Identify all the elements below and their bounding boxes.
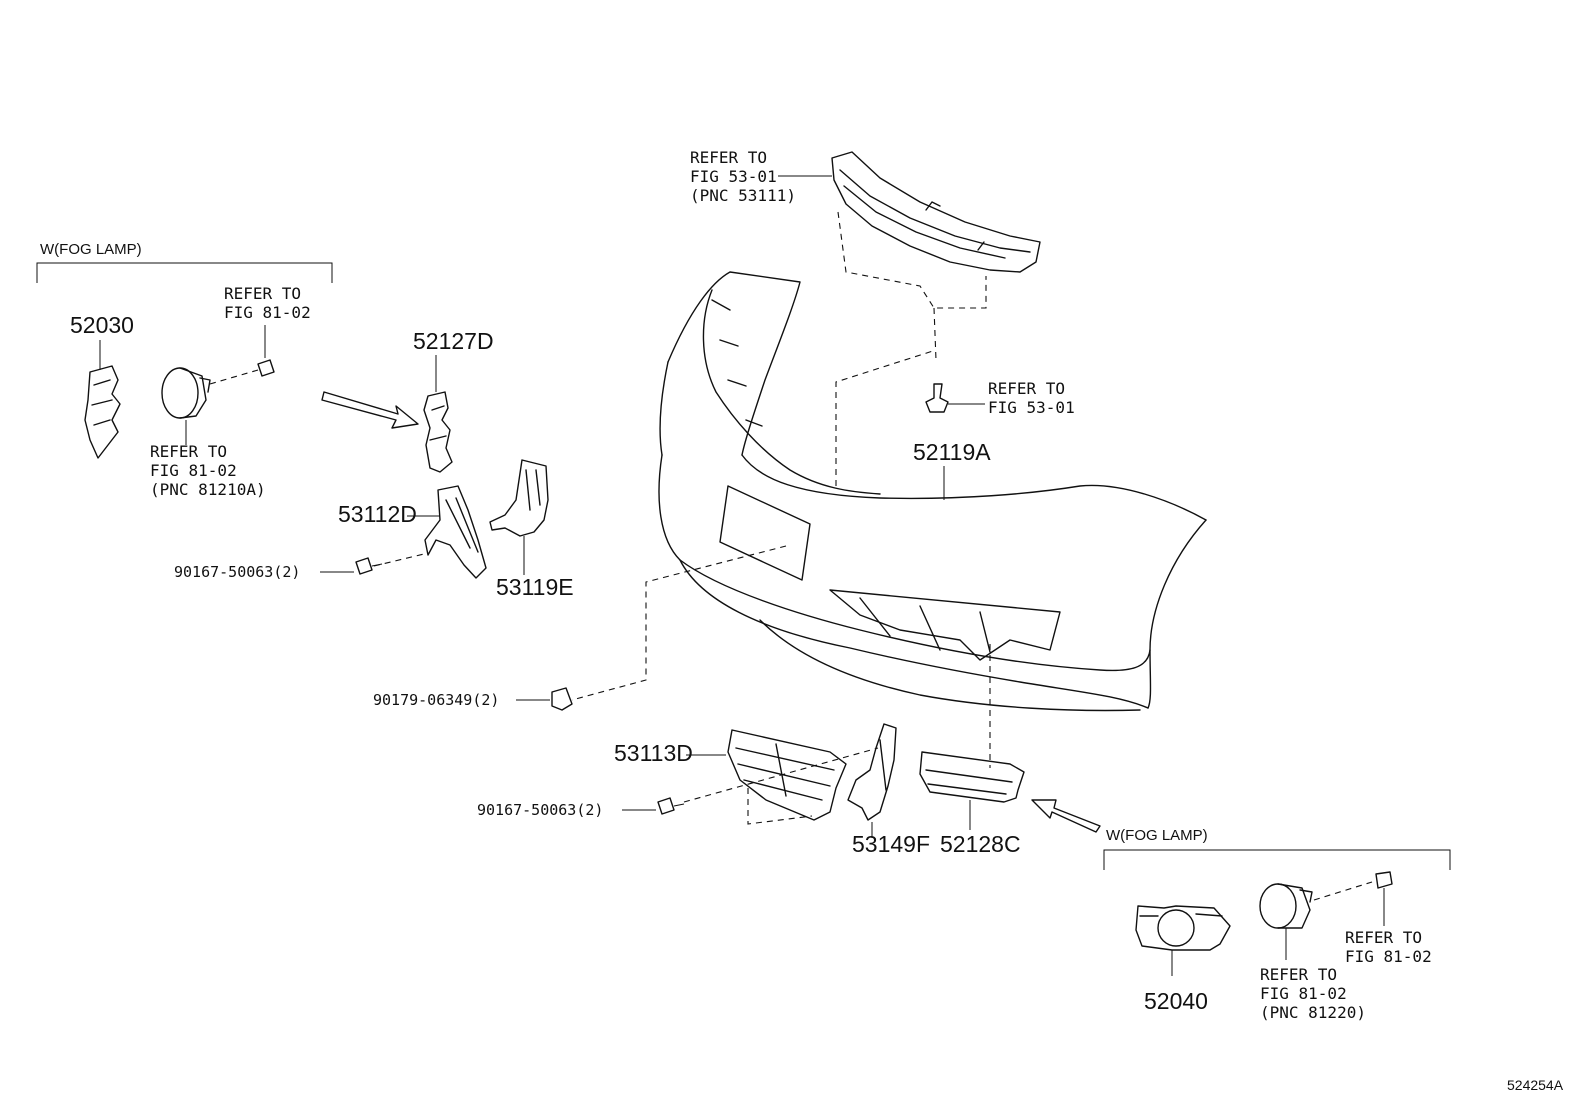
part-label-52128C[interactable]: 52128C xyxy=(940,831,1021,857)
part-label-52040[interactable]: 52040 xyxy=(1144,988,1208,1014)
grille-53113D-drawing xyxy=(727,729,847,821)
ref-right-screw-line1[interactable]: REFER TO xyxy=(1345,928,1422,947)
bracket-left xyxy=(36,262,333,283)
clip-mid-drawing xyxy=(925,383,949,413)
part-label-52030[interactable]: 52030 xyxy=(70,312,134,338)
fog-lamp-right-drawing xyxy=(1259,883,1313,929)
ref-right-lamp-line2[interactable]: FIG 81-02 xyxy=(1260,984,1347,1003)
upper-group: REFER TO FIG 53-01 (PNC 53111) REFER TO … xyxy=(571,148,1207,768)
screw-right-drawing xyxy=(1375,871,1393,889)
part-label-53149F[interactable]: 53149F xyxy=(852,831,930,857)
part-label-53112D[interactable]: 53112D xyxy=(338,501,417,527)
bolt-1-drawing xyxy=(355,557,383,575)
direction-arrow-left xyxy=(321,391,419,429)
condition-label-right: W(FOG LAMP) xyxy=(1106,827,1208,844)
ref-mid-line1[interactable]: REFER TO xyxy=(988,379,1065,398)
ref-right-lamp-line1[interactable]: REFER TO xyxy=(1260,965,1337,984)
retainer-52127D-drawing xyxy=(423,391,453,473)
ref-mid-line2[interactable]: FIG 53-01 xyxy=(988,398,1075,417)
part-label-52119A[interactable]: 52119A xyxy=(913,439,991,465)
front-bumper-cover-drawing xyxy=(658,271,1207,712)
lower-group: 53113D 90167-50063(2) 53149F 52128C xyxy=(477,723,1025,857)
clip-90179-drawing xyxy=(551,687,573,711)
bolt-label-2[interactable]: 90179-06349(2) xyxy=(373,691,499,709)
ref-right-screw-line2[interactable]: FIG 81-02 xyxy=(1345,947,1432,966)
ref-left-lamp-line1[interactable]: REFER TO xyxy=(150,442,227,461)
screw-left-drawing xyxy=(257,359,275,377)
diagram-code: 524254A xyxy=(1507,1077,1564,1093)
left-bracket-group: 52127D 53112D 90167-50063(2) 53119E xyxy=(174,328,574,600)
bracket-right xyxy=(1103,849,1451,870)
ref-top-line1[interactable]: REFER TO xyxy=(690,148,767,167)
clip-group: 90179-06349(2) xyxy=(373,687,573,711)
fog-lamp-left-drawing xyxy=(161,367,211,419)
bezel-52128C-drawing xyxy=(919,751,1025,803)
ref-right-lamp-line3[interactable]: (PNC 81220) xyxy=(1260,1003,1366,1022)
bracket-53119E-drawing xyxy=(489,459,549,537)
cover-53112D-drawing xyxy=(424,485,487,579)
ref-top-line3[interactable]: (PNC 53111) xyxy=(690,186,796,205)
bracket-53149F-drawing xyxy=(847,723,897,821)
upper-grille-drawing xyxy=(831,151,1041,273)
left-fog-lamp-group: W(FOG LAMP) 52030 REFER TO FIG 81-02 REF… xyxy=(36,241,333,499)
bolt-label-3[interactable]: 90167-50063(2) xyxy=(477,801,603,819)
ref-top-line2[interactable]: FIG 53-01 xyxy=(690,167,777,186)
right-fog-lamp-group: W(FOG LAMP) 52040 REFER TO FIG 81-02 REF… xyxy=(1103,827,1451,1022)
ref-left-lamp-line3[interactable]: (PNC 81210A) xyxy=(150,480,266,499)
ref-left-screw-line1[interactable]: REFER TO xyxy=(224,284,301,303)
part-label-53113D[interactable]: 53113D xyxy=(614,740,693,766)
bolt-3-drawing xyxy=(657,797,685,815)
ref-left-screw-line2[interactable]: FIG 81-02 xyxy=(224,303,311,322)
bolt-label-1[interactable]: 90167-50063(2) xyxy=(174,563,300,581)
ref-left-lamp-line2[interactable]: FIG 81-02 xyxy=(150,461,237,480)
part-label-52127D[interactable]: 52127D xyxy=(413,328,494,354)
fog-cover-left-drawing xyxy=(84,365,121,459)
direction-arrow-right xyxy=(1031,799,1101,833)
fog-cover-right-drawing xyxy=(1135,905,1231,951)
part-label-53119E[interactable]: 53119E xyxy=(496,574,574,600)
condition-label-left: W(FOG LAMP) xyxy=(40,241,142,258)
